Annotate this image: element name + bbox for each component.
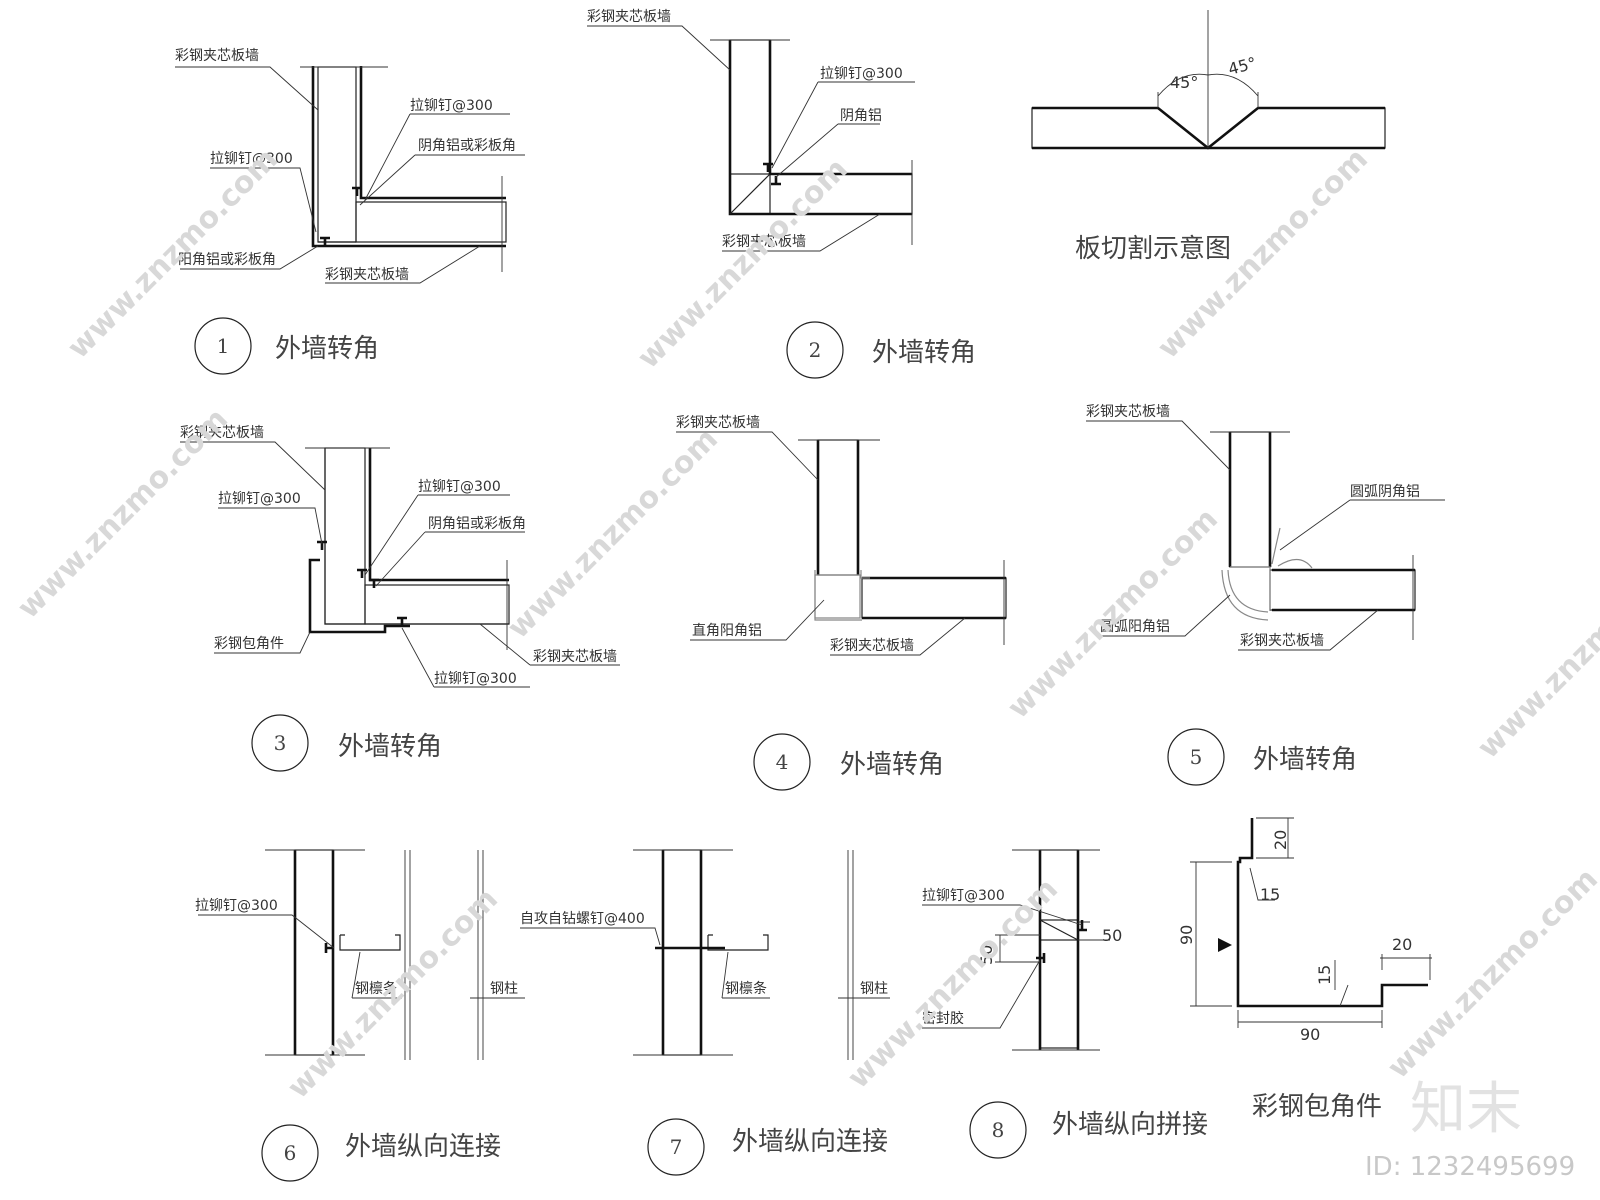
detail-title: 外墙转角 [275,334,379,364]
watermark-site: www.znzmo.com [1471,542,1600,766]
watermark-site: www.znzmo.com [1381,862,1600,1086]
label-rivet: 拉铆钉@300 [820,66,903,82]
label-panel-wall: 彩钢夹芯板墙 [676,415,760,431]
detail-number-circle [251,714,309,772]
detail-number-circle [1167,728,1225,786]
label-rivet: 拉铆钉@300 [922,888,1005,904]
label-rivet-2: 拉铆钉@300 [418,479,501,495]
label-rivet: 拉铆钉@300 [410,98,493,114]
label-steel-column: 钢柱 [860,981,888,997]
label-panel-wall-2: 彩钢夹芯板墙 [722,234,806,250]
cut-diagram-title: 板切割示意图 [1075,234,1231,264]
label-purlin: 钢檩条 [725,980,767,997]
detail-3: 彩钢夹芯板墙 拉铆钉@300 拉铆钉@300 阴角铝或彩板角 彩钢包角件 彩钢夹… [180,425,620,772]
detail-number-circle [753,733,811,791]
label-purlin: 钢檩条 [355,980,397,997]
label-sealant: 密封胶 [922,1010,964,1027]
dim-right-width: 20 [1392,935,1412,954]
detail-8: 50 50 拉铆钉@300 密封胶 8 外墙纵向拼接 [922,849,1208,1159]
detail-2: 彩钢夹芯板墙 拉铆钉@300 阴角铝 彩钢夹芯板墙 2 外墙转角 [587,9,976,379]
detail-7: 自攻自钻螺钉@400 钢檩条 钢柱 7 外墙纵向连接 [520,849,890,1176]
label-wrap-corner: 彩钢包角件 [214,636,284,652]
detail-number: 7 [670,1135,683,1159]
label-panel-wall-2: 彩钢夹芯板墙 [533,649,617,665]
detail-title: 外墙转角 [840,750,944,780]
detail-number-circle [194,317,252,375]
label-rivet-3: 拉铆钉@300 [434,671,517,687]
label-inner-corner: 阴角铝 [840,108,882,124]
label-panel-wall-2: 彩钢夹芯板墙 [1240,633,1324,649]
label-panel-wall: 彩钢夹芯板墙 [180,425,264,441]
label-self-drilling-screw: 自攻自钻螺钉@400 [520,911,645,927]
label-panel-wall: 彩钢夹芯板墙 [175,48,259,64]
watermark-site: www.znzmo.com [281,882,505,1106]
detail-title: 外墙纵向连接 [345,1132,501,1162]
detail-number-circle [786,321,844,379]
cut-angle-left: 45° [1170,73,1198,92]
detail-4: 彩钢夹芯板墙 直角阳角铝 彩钢夹芯板墙 4 外墙转角 [676,415,1007,791]
label-inner-corner: 阴角铝或彩板角 [428,516,526,532]
dim-top-height: 20 [1271,830,1290,850]
detail-number: 2 [809,338,822,362]
label-panel-wall: 彩钢夹芯板墙 [1086,404,1170,420]
label-arc-inner-trim: 圆弧阴角铝 [1350,484,1420,500]
corner-piece-drawing: 90 90 20 15 20 15 彩钢包角件 [1177,817,1432,1122]
label-arc-outer-trim: 圆弧阳角铝 [1100,619,1170,635]
detail-number: 4 [776,750,789,774]
cut-diagram: 45° 45° 板切割示意图 [1031,10,1386,264]
corner-piece-title: 彩钢包角件 [1252,1092,1382,1122]
detail-number: 1 [217,334,230,358]
detail-title: 外墙纵向拼接 [1052,1110,1208,1140]
label-steel-column: 钢柱 [490,981,518,997]
detail-number: 6 [284,1141,297,1165]
label-panel-wall-2: 彩钢夹芯板墙 [325,267,409,283]
label-rivet-2: 拉铆钉@300 [210,151,293,167]
detail-number: 8 [992,1118,1005,1142]
label-inner-corner: 阴角铝或彩板角 [418,138,516,154]
brand-logo: 知末 [1410,1077,1522,1142]
label-rivet: 拉铆钉@300 [218,491,301,507]
watermark-site: www.znzmo.com [501,422,725,646]
detail-5: 彩钢夹芯板墙 圆弧阴角铝 圆弧阳角铝 彩钢夹芯板墙 5 外墙转角 [1086,404,1445,786]
dim-right: 50 [1102,926,1122,945]
detail-number-circle [647,1118,705,1176]
detail-title: 外墙转角 [1253,745,1357,775]
dim-bottom-step: 15 [1315,965,1334,985]
image-id: ID: 1232495699 [1365,1152,1575,1182]
label-outer-corner: 阳角铝或彩板角 [178,252,276,268]
detail-number: 5 [1190,745,1203,769]
label-right-angle-trim: 直角阳角铝 [692,622,762,639]
dim-left-height: 90 [1177,925,1196,945]
detail-title: 外墙转角 [872,338,976,368]
watermark-site: www.znzmo.com [11,402,235,626]
detail-title: 外墙转角 [338,732,442,762]
label-rivet: 拉铆钉@300 [195,898,278,914]
detail-number-circle [969,1101,1027,1159]
label-panel-wall-2: 彩钢夹芯板墙 [830,638,914,654]
dim-bottom-width: 90 [1300,1025,1320,1044]
dim-top-step: 15 [1260,885,1280,904]
detail-1: 彩钢夹芯板墙 拉铆钉@300 阴角铝或彩板角 拉铆钉@300 阳角铝或彩板角 彩… [175,48,525,375]
detail-6: 拉铆钉@300 钢檩条 钢柱 6 外墙纵向连接 [195,849,525,1182]
detail-number-circle [261,1124,319,1182]
detail-number: 3 [274,731,287,755]
detail-title: 外墙纵向连接 [732,1127,888,1157]
label-panel-wall: 彩钢夹芯板墙 [587,9,671,25]
cut-angle-right: 45° [1226,53,1258,79]
dim-left: 50 [977,945,996,965]
watermark-site: www.znzmo.com [1001,502,1225,726]
watermark-layer: www.znzmo.com www.znzmo.com www.znzmo.co… [11,142,1600,1182]
